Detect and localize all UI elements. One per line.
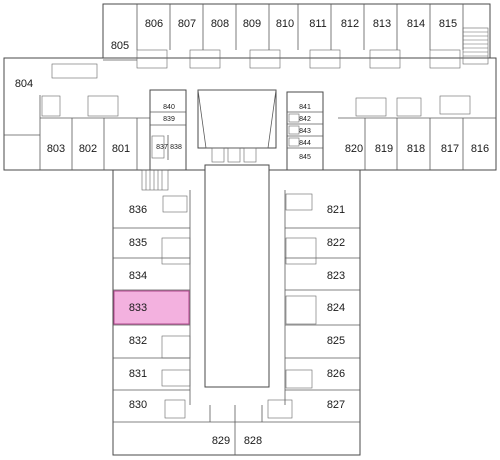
room-820-label[interactable]: 820 [345,143,363,155]
room-833-highlight[interactable] [113,290,190,325]
room-813-label[interactable]: 813 [373,18,391,30]
stair-sw [141,169,169,191]
room-833-label[interactable]: 833 [129,302,147,314]
room-810-label[interactable]: 810 [276,18,294,30]
room-labels: 806 807 808 809 810 811 812 813 814 815 … [15,18,489,447]
west-wing-rooms [4,63,150,170]
room-842-label[interactable]: 842 [299,116,311,123]
south-east-rooms [209,190,360,455]
room-814-label[interactable]: 814 [407,18,425,30]
north-wing-rooms [103,4,489,69]
room-828-label[interactable]: 828 [244,435,262,447]
central-core [149,89,324,171]
room-808-label[interactable]: 808 [211,18,229,30]
room-819-label[interactable]: 819 [375,143,393,155]
room-816-label[interactable]: 816 [471,143,489,155]
room-843-label[interactable]: 843 [299,128,311,135]
room-835-label[interactable]: 835 [129,237,147,249]
room-827-label[interactable]: 827 [327,399,345,411]
room-837-label[interactable]: 837 [156,144,168,151]
south-atrium [204,164,270,388]
room-804-label[interactable]: 804 [15,78,33,90]
room-845-label[interactable]: 845 [299,154,311,161]
room-836-label[interactable]: 836 [129,204,147,216]
room-807-label[interactable]: 807 [178,18,196,30]
stair-ne [462,27,489,65]
room-803-label[interactable]: 803 [47,143,65,155]
room-830-label[interactable]: 830 [129,399,147,411]
room-809-label[interactable]: 809 [243,18,261,30]
room-802-label[interactable]: 802 [79,143,97,155]
south-west-rooms [113,169,360,423]
room-822-label[interactable]: 822 [327,237,345,249]
room-839-label[interactable]: 839 [163,116,175,123]
room-826-label[interactable]: 826 [327,368,345,380]
room-825-label[interactable]: 825 [327,335,345,347]
room-831-label[interactable]: 831 [129,368,147,380]
room-815-label[interactable]: 815 [439,18,457,30]
room-805-label[interactable]: 805 [111,40,129,52]
room-844-label[interactable]: 844 [299,140,311,147]
room-834-label[interactable]: 834 [129,270,147,282]
room-821-label[interactable]: 821 [327,204,345,216]
room-840-label[interactable]: 840 [163,104,175,111]
room-801-label[interactable]: 801 [112,143,130,155]
room-812-label[interactable]: 812 [341,18,359,30]
room-832-label[interactable]: 832 [129,335,147,347]
room-829-label[interactable]: 829 [212,435,230,447]
room-841-label[interactable]: 841 [299,104,311,111]
room-823-label[interactable]: 823 [327,270,345,282]
east-wing-rooms [338,95,496,170]
room-811-label[interactable]: 811 [309,18,327,30]
room-838-label[interactable]: 838 [170,144,182,151]
room-817-label[interactable]: 817 [441,143,459,155]
room-824-label[interactable]: 824 [327,302,345,314]
room-818-label[interactable]: 818 [407,143,425,155]
room-806-label[interactable]: 806 [145,18,163,30]
